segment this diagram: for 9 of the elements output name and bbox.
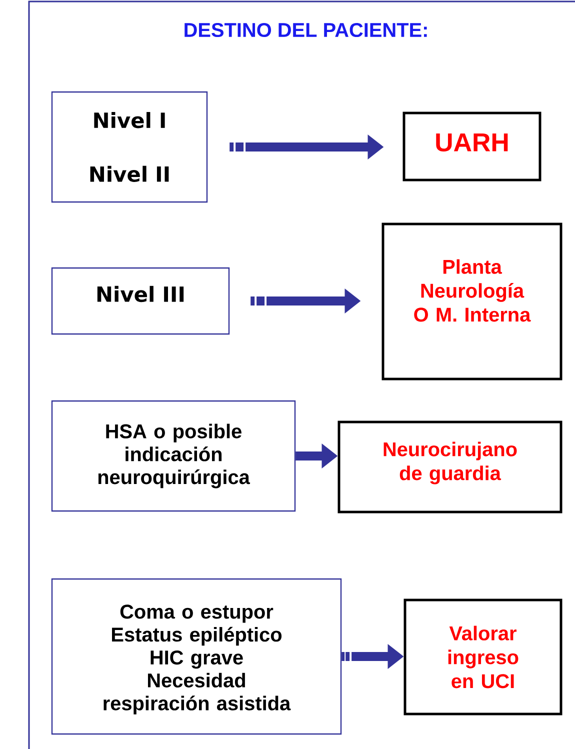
condition-box: Nivel I Nivel II [51,91,208,203]
destination-box: Valorar ingreso en UCI [404,598,562,716]
condition-box: Coma o estupor Estatus epiléptico HIC grave Necesidad respiración asistida [51,578,342,735]
condition-box: Nivel III [51,267,230,335]
condition-box: HSA o posible indicación neuroquirúrgica [51,400,296,512]
destination-box: Planta Neurología O M. Interna [382,222,562,380]
destination-box: UARH [402,112,542,182]
destination-box: Neurocirujano de guardia [338,420,562,514]
title: DESTINO DEL PACIENTE: [184,22,427,38]
